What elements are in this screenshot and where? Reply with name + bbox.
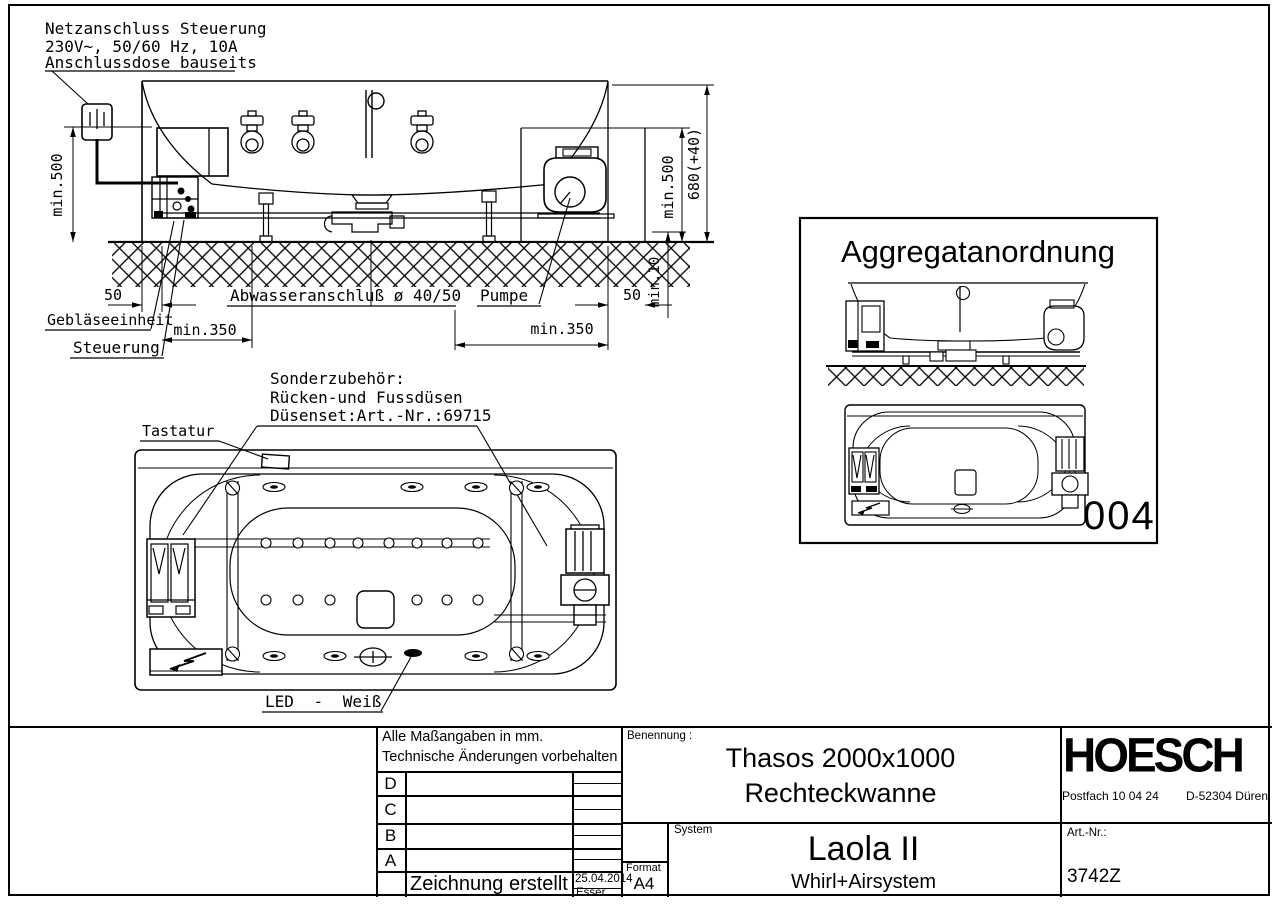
dim-min500-left: min.500 [48,153,66,216]
dim-total-height: 680(+40) [685,128,703,200]
format-label: Format [626,862,661,874]
artnr-value: 3742Z [1067,866,1121,887]
brand-address-left: Postfach 10 04 24 [1062,789,1159,803]
label-tastatur: Tastatur [142,422,214,440]
accessory-note-line-2: Rücken-und Fussdüsen [270,388,463,407]
tub-basin [229,507,516,636]
whirl-jet-icon [410,110,434,154]
water-inlet-pipe [365,90,385,158]
brand-logo: HOESCH [1063,728,1245,783]
tolerance-note-line-1: Alle Maßangaben in mm. [382,729,544,745]
product-title-line-2: Rechteckwanne [744,778,937,808]
dim-min10: min.10 [647,257,663,308]
brand-address: Postfach 10 04 24 D-52304 Düren [1062,789,1268,803]
label-led-weiss: LED - Weiß [265,692,381,711]
drain-trap [323,194,405,233]
benennung-label: Benennung : [627,730,693,742]
whirl-jet-icon [291,110,315,154]
pump-unit [537,146,615,219]
tolerance-note-line-2: Technische Änderungen vorbehalten [382,749,618,765]
mini-plan [844,404,1089,526]
artnr-label: Art.-Nr.: [1067,827,1107,839]
control-unit [156,127,229,177]
plan-view: Sonderzubehör: Rücken-und Fussdüsen Düse… [134,369,617,713]
system-label: System [674,824,713,836]
rev-row-d: D [384,774,397,793]
format-value: A4 [633,874,655,893]
label-steuerung: Steuerung [73,338,160,357]
mini-elevation [826,282,1088,386]
system-name: Laola II [807,830,920,868]
brand-address-right: D-52304 Düren [1185,789,1268,803]
aggregat-panel: Aggregatanordnung [798,216,1159,545]
whirl-jet-icon [240,110,264,154]
led-light-symbol [404,649,422,657]
accessory-note-line-3: Düsenset:Art.-Nr.:69715 [270,406,492,425]
power-note-line-3: Anschlussdose bauseits [45,53,257,72]
power-cable [95,139,178,185]
keypad-symbol [260,453,291,470]
created-by: Esser [576,887,606,899]
rev-row-c: C [384,800,397,819]
system-subtitle: Whirl+Airsystem [790,871,936,893]
product-title-line-1: Thasos 2000x1000 [725,743,956,773]
electrical-box-symbol [149,648,223,676]
accessory-note-line-1: Sonderzubehör: [270,369,405,388]
dim-min350-left: min.350 [173,321,236,339]
dim-50-left: 50 [104,286,122,304]
power-note-line-2: 230V~, 50/60 Hz, 10A [45,37,238,56]
panel-number: 004 [1083,494,1156,538]
mounting-rails [150,480,606,662]
center-fitting [356,590,395,629]
sheet-border [8,4,1270,896]
tub-outer-rect [134,449,617,691]
created-date: 25.04.2014 [575,873,633,885]
label-geblaeseeinheit: Gebläseeinheit [47,311,173,329]
rev-row-a: A [384,851,397,870]
deck-jets [262,481,550,662]
drain-symbol [354,647,392,667]
label-pumpe: Pumpe [480,286,528,305]
elevation-view: Netzanschluss Steuerung 230V~, 50/60 Hz,… [45,19,714,359]
support-leg [258,192,274,243]
dim-50-right: 50 [623,286,641,304]
floor-hatch [112,243,690,287]
air-jet-holes [260,537,484,606]
blower-unit [151,176,199,219]
pump-plan-symbol [560,524,610,626]
rev-row-b: B [384,826,397,845]
drawing-canvas: Netzanschluss Steuerung 230V~, 50/60 Hz,… [45,19,1159,713]
created-label: Zeichnung erstellt [410,873,568,895]
dimension-lines [45,84,714,359]
dim-min350-right: min.350 [530,320,593,338]
power-note-line-1: Netzanschluss Steuerung [45,19,267,38]
panel-title: Aggregatanordnung [841,234,1115,269]
dim-min500-right: min.500 [659,155,677,218]
label-abwasseranschluss: Abwasseranschluß ø 40/50 [230,286,461,305]
blower-plan-symbol [146,538,196,618]
